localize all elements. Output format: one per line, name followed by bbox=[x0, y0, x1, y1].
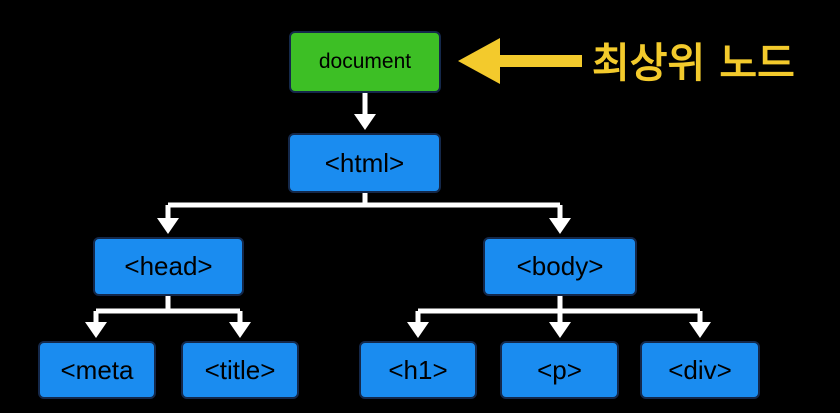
arrowhead bbox=[229, 322, 251, 338]
node-html: <html> bbox=[288, 133, 441, 193]
node-h1: <h1> bbox=[359, 341, 477, 399]
node-document: document bbox=[289, 31, 441, 93]
node-meta: <meta bbox=[38, 341, 156, 399]
callout-label: 최상위 노드 bbox=[592, 39, 795, 87]
arrowhead bbox=[85, 322, 107, 338]
arrowhead bbox=[549, 322, 571, 338]
node-title: <title> bbox=[181, 341, 299, 399]
arrowhead bbox=[689, 322, 711, 338]
callout-arrow bbox=[458, 38, 582, 84]
node-head: <head> bbox=[93, 237, 244, 296]
arrowhead bbox=[354, 114, 376, 130]
node-div: <div> bbox=[640, 341, 760, 399]
node-body: <body> bbox=[483, 237, 637, 296]
node-p: <p> bbox=[500, 341, 619, 399]
arrowhead bbox=[407, 322, 429, 338]
arrowhead bbox=[157, 218, 179, 234]
arrowhead bbox=[549, 218, 571, 234]
